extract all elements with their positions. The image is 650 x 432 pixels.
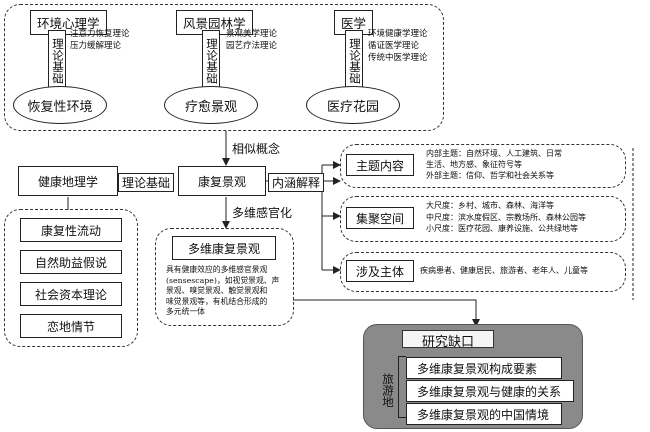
theory-basis-arrow-2: 理论基础 — [202, 30, 220, 90]
geography-theory-panel — [4, 209, 138, 347]
theories-1: 注意力恢复理论 压力缓解理论 — [70, 29, 130, 51]
theory-origin-panel — [4, 4, 444, 131]
agglomeration-space-text: 大尺度：乡村、城市、森林、海洋等 中尺度：滨水度假区、宗教场所、森林公园等 小尺… — [426, 201, 586, 233]
gap-item-1: 多维康复景观与健康的关系 — [406, 380, 574, 402]
theme-content-panel — [340, 144, 626, 188]
health-geography-box: 健康地理学 — [18, 166, 118, 196]
theory-basis-arrow-1: 理论基础 — [48, 30, 66, 90]
stakeholders-panel — [340, 252, 626, 292]
left-item-0: 康复性流动 — [20, 218, 122, 242]
stakeholders-label: 涉及主体 — [346, 260, 414, 282]
connotation-label: 内涵解释 — [268, 173, 325, 192]
stakeholders-text: 疾病患者、健康居民、旅游者、老年人、儿童等 — [420, 266, 588, 275]
theories-3: 环境健康学理论 循证医学理论 传统中医学理论 — [368, 29, 428, 63]
theme-content-label: 主题内容 — [346, 154, 414, 176]
medical-garden: 医疗花园 — [306, 86, 400, 124]
left-item-3: 恋地情节 — [20, 314, 122, 338]
multi-restorative-title: 多维康复景观 — [172, 236, 276, 260]
gap-bracket — [398, 356, 406, 418]
similar-concept-label: 相似概念 — [232, 142, 281, 156]
restorative-environment: 恢复性环境 — [13, 86, 107, 124]
healing-landscape: 疗愈景观 — [164, 86, 258, 124]
landscape-architecture-label: 风景园林学 — [176, 10, 253, 35]
multisensory-label: 多维感官化 — [232, 206, 293, 220]
theory-basis-arrow-3: 理论基础 — [345, 30, 363, 90]
left-item-1: 自然助益假说 — [20, 250, 122, 274]
theme-content-text: 内部主题：自然环境、人工建筑、日常 生活、地方感、象征符号等 外部主题：信仰、哲… — [426, 149, 562, 180]
restorative-landscape-box: 康复景观 — [178, 166, 266, 196]
environmental-psychology-label: 环境心理学 — [30, 10, 107, 35]
theories-2: 景观美学理论 园艺疗法理论 — [226, 29, 278, 51]
research-gap-title: 研究缺口 — [402, 330, 494, 350]
tourism-destination-label: 旅游地 — [381, 372, 395, 408]
gap-item-0: 多维康复景观构成要素 — [406, 357, 562, 379]
left-item-2: 社会资本理论 — [20, 282, 122, 306]
agglomeration-space-panel — [340, 196, 626, 242]
multi-restorative-panel — [155, 228, 294, 326]
gap-item-2: 多维康复景观的中国情境 — [406, 403, 562, 425]
theory-basis-label: 理论基础 — [118, 173, 175, 192]
multi-restorative-desc: 具有健康效应的多维感官景观 (sensescape)，如视觉景观、声 景观、嗅觉… — [166, 265, 280, 316]
agglomeration-space-label: 集聚空间 — [346, 207, 414, 229]
